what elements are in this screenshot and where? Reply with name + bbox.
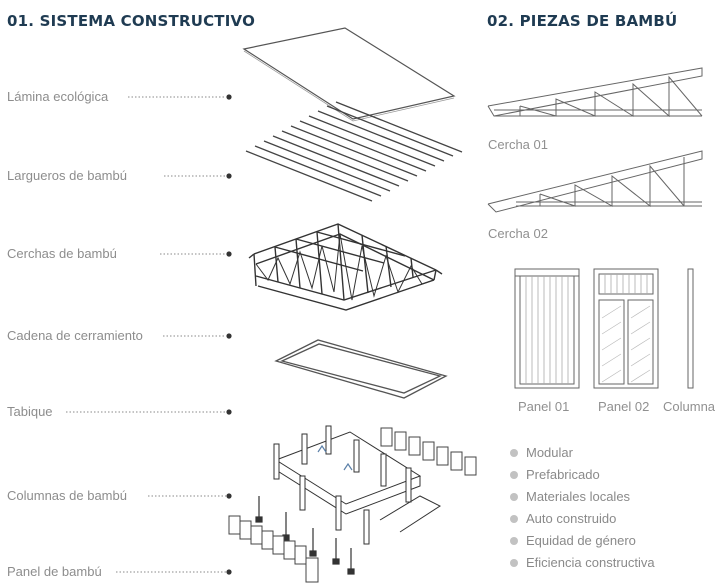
feature-item: Eficiencia constructiva (510, 552, 655, 574)
bullet-icon (510, 515, 518, 523)
feature-list: Modular Prefabricado Materiales locales … (510, 442, 655, 574)
panel-01-label: Panel 01 (518, 399, 570, 414)
truss-02-label: Cercha 02 (488, 226, 548, 241)
feature-text: Materiales locales (526, 489, 631, 504)
bullet-icon (510, 449, 518, 457)
bullet-icon (510, 559, 518, 567)
truss-01-drawing (487, 67, 703, 118)
layer-label-cadena: Cadena de cerramiento (7, 328, 145, 343)
feature-item: Materiales locales (510, 486, 655, 508)
feature-item: Prefabricado (510, 464, 655, 486)
layer-label-panel: Panel de bambú (7, 564, 104, 579)
roof-sheet-drawing (242, 27, 456, 122)
leader-dot-cadena (226, 333, 232, 339)
leader-dot-columnas (226, 493, 232, 499)
layer-label-cerchas: Cerchas de bambú (7, 246, 119, 261)
feature-item: Equidad de género (510, 530, 655, 552)
layer-label-lamina-ecologica: Lámina ecológica (7, 89, 111, 104)
truss-01-label: Cercha 01 (488, 137, 548, 152)
feature-text: Eficiencia constructiva (526, 555, 655, 570)
leader-dot-largueros (226, 173, 232, 179)
bamboo-panels-upper-drawing (380, 427, 477, 476)
panel-01-drawing (514, 268, 580, 389)
panel-02-drawing (593, 268, 659, 389)
feature-text: Modular (526, 445, 573, 460)
layer-label-tabique: Tabique (7, 404, 55, 419)
section-title-piezas-de-bambu: 02. PIEZAS DE BAMBÚ (487, 12, 678, 30)
bamboo-panels-lower-drawing (228, 515, 319, 583)
leader-dot-panel (226, 569, 232, 575)
layer-label-columnas: Columnas de bambú (7, 488, 129, 503)
bullet-icon (510, 537, 518, 545)
bullet-icon (510, 471, 518, 479)
feature-text: Auto construido (526, 511, 617, 526)
layer-label-largueros: Largueros de bambú (7, 168, 129, 183)
truss-02-drawing (487, 150, 703, 213)
section-title-sistema-constructivo: 01. SISTEMA CONSTRUCTIVO (7, 12, 256, 30)
feature-item: Modular (510, 442, 655, 464)
leader-dot-lamina (226, 94, 232, 100)
truss-grid-drawing (248, 223, 443, 311)
leader-dot-cerchas (226, 251, 232, 257)
column-structure-drawing (273, 425, 442, 545)
feature-text: Prefabricado (526, 467, 600, 482)
column-label: Columna (663, 399, 716, 414)
feature-item: Auto construido (510, 508, 655, 530)
panel-02-label: Panel 02 (598, 399, 650, 414)
column-piece-drawing (687, 268, 694, 389)
ring-beam-drawing (274, 339, 448, 399)
bullet-icon (510, 493, 518, 501)
leader-dot-tabique (226, 409, 232, 415)
feature-text: Equidad de género (526, 533, 636, 548)
purlins-drawing (245, 101, 463, 202)
